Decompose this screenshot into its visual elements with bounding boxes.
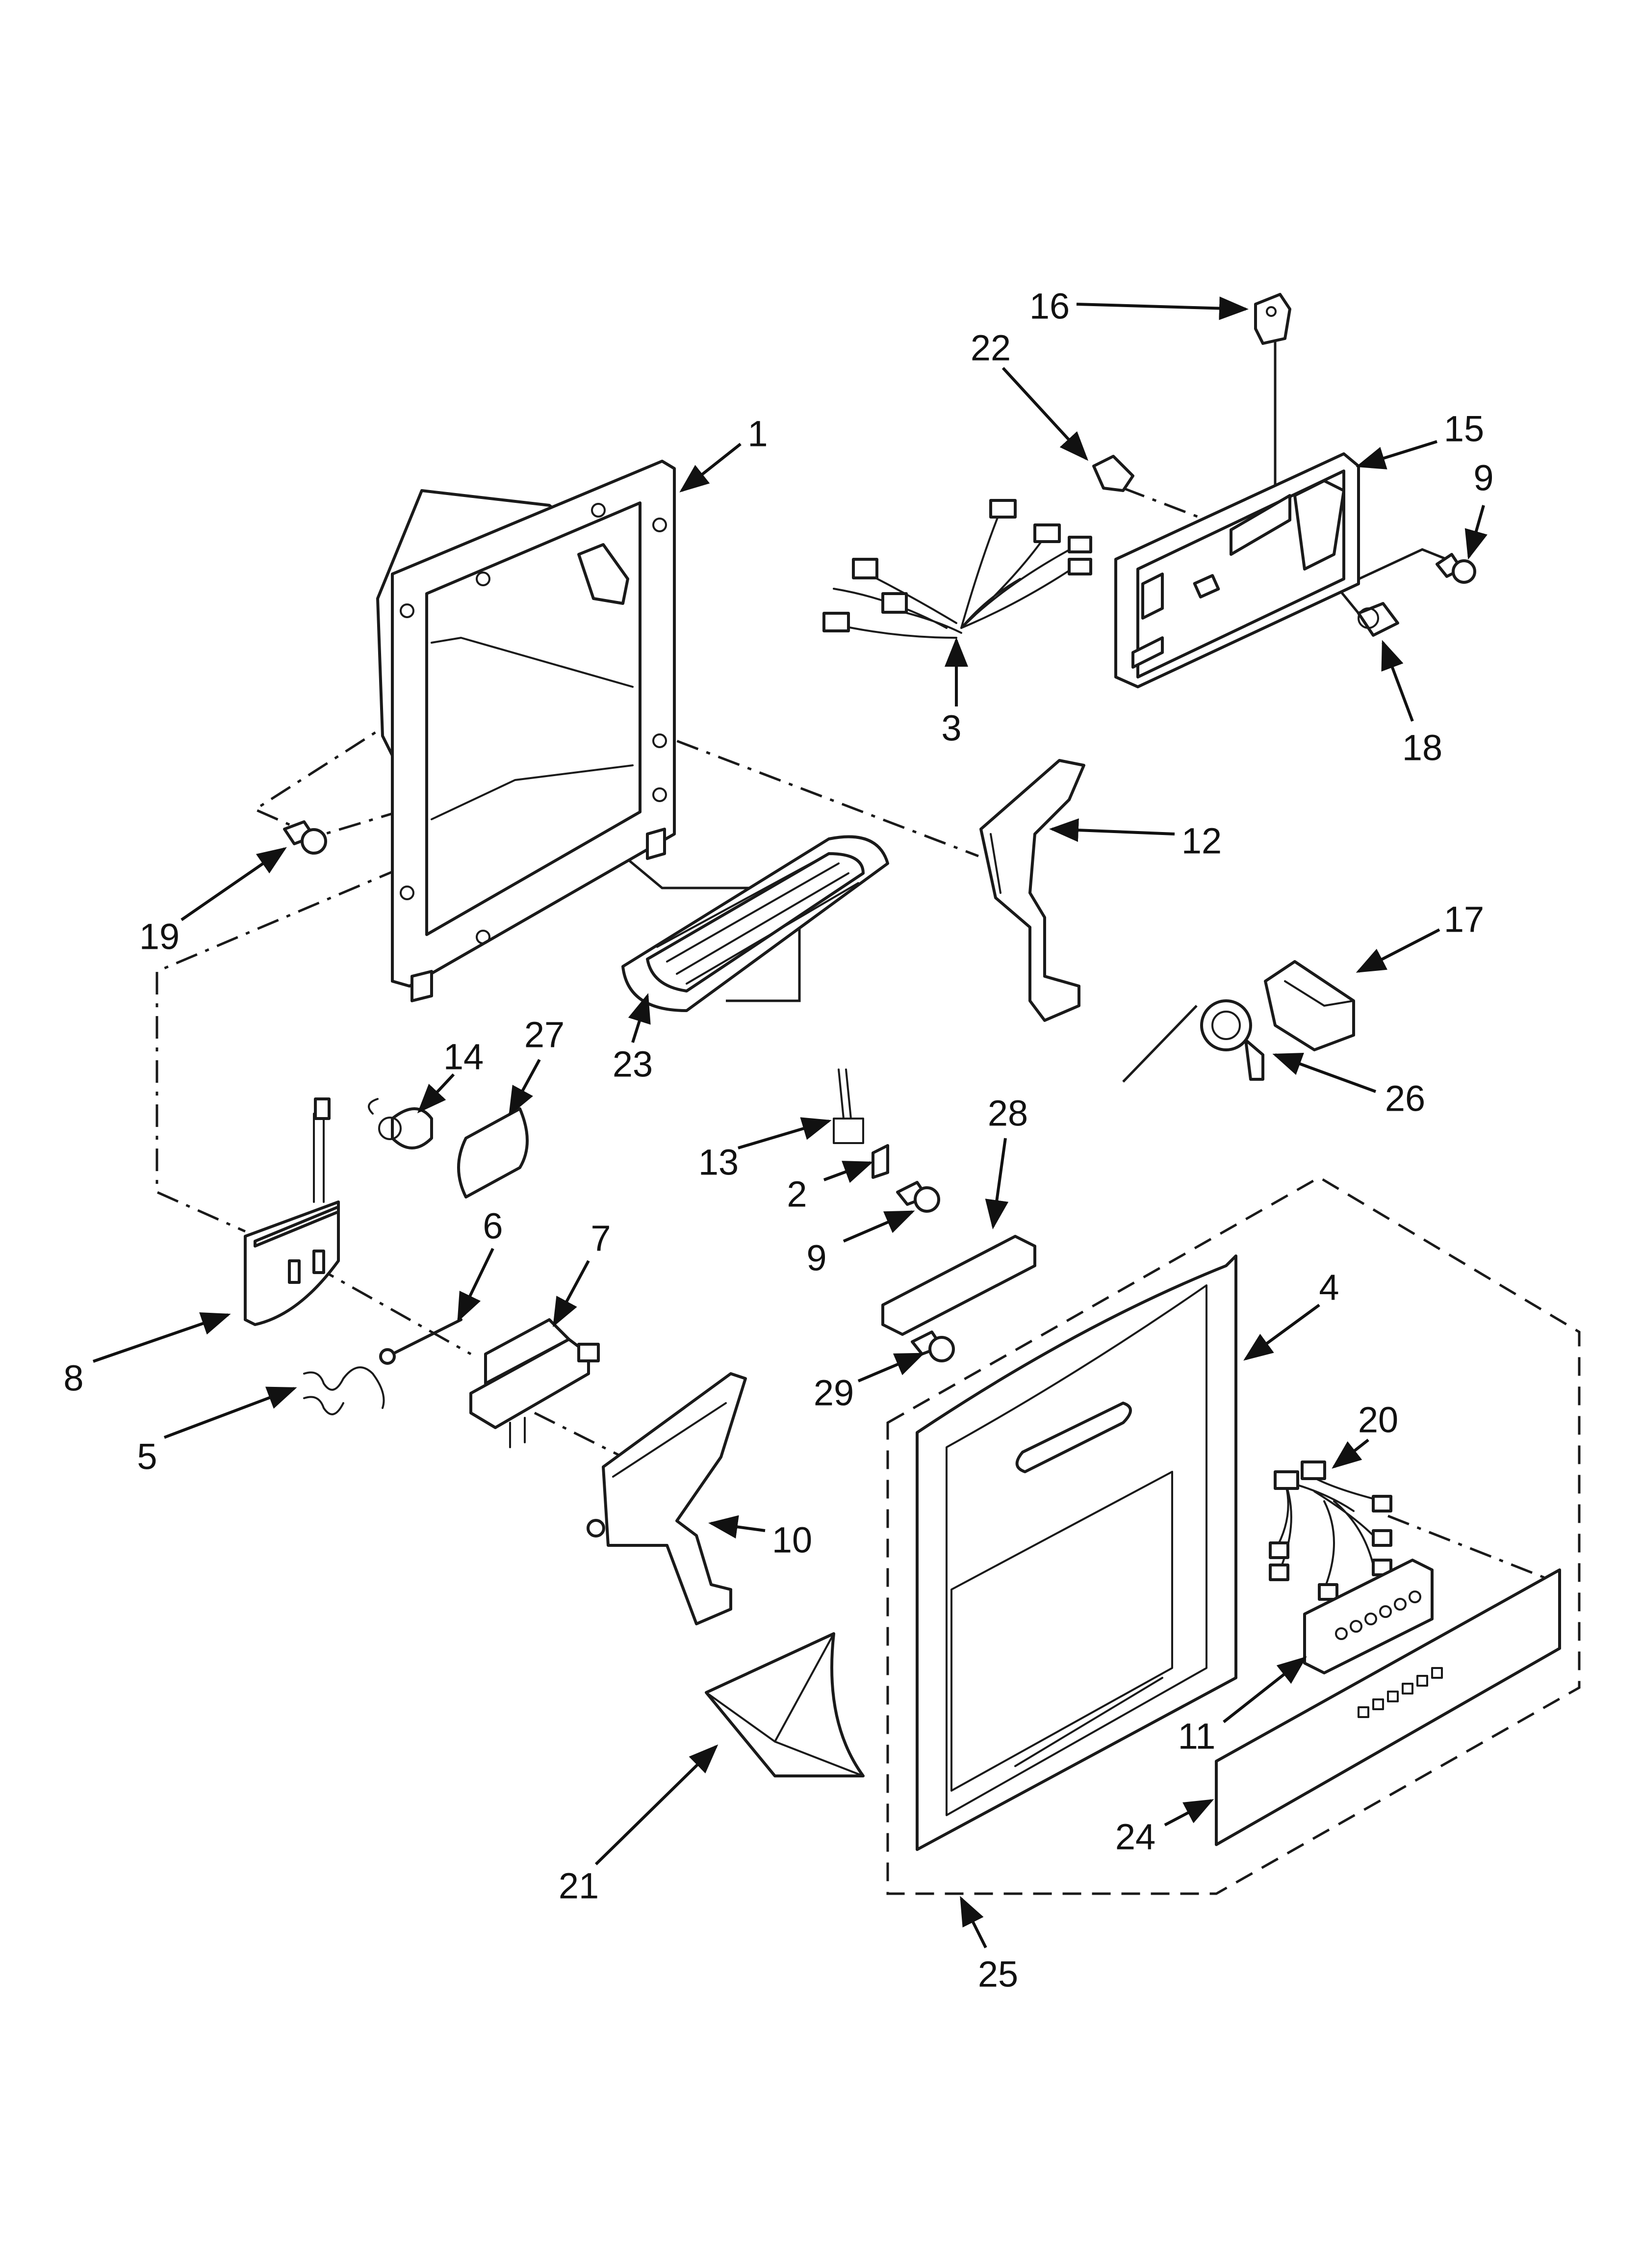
callout-label-27: 27 — [524, 1015, 564, 1055]
callout-label-22: 22 — [971, 328, 1011, 368]
leader-arrow-9a — [1464, 505, 1488, 560]
assembly-25-outline — [886, 1176, 1581, 1895]
ref-line-26 — [1122, 1005, 1198, 1083]
leader-arrow-8 — [93, 1312, 231, 1363]
leader-arrow-20 — [1332, 1438, 1369, 1469]
callout-label-6: 6 — [483, 1206, 503, 1247]
ref-line-22 — [1123, 487, 1207, 521]
leader-arrow-23 — [628, 993, 651, 1043]
part-24-overlay — [1215, 1568, 1561, 1846]
part-19-screw — [283, 820, 327, 855]
part-8-module — [244, 1097, 340, 1326]
leader-arrow-26 — [1272, 1053, 1377, 1093]
callout-label-12: 12 — [1181, 821, 1222, 861]
leader-arrow-9b — [843, 1210, 915, 1243]
leader-arrow-27 — [509, 1059, 541, 1117]
callout-label-9b: 9 — [806, 1238, 826, 1278]
part-17-bracket — [1264, 960, 1355, 1051]
callout-label-17: 17 — [1444, 899, 1484, 940]
callout-label-10: 10 — [772, 1520, 812, 1561]
part-18-plug — [1357, 602, 1399, 637]
leader-arrow-11 — [1223, 1656, 1307, 1723]
callout-label-13: 13 — [698, 1142, 739, 1183]
part-9-screw-top — [1436, 553, 1476, 584]
leader-arrow-28 — [985, 1138, 1009, 1229]
callout-label-24: 24 — [1115, 1817, 1155, 1857]
leader-arrow-14 — [417, 1073, 455, 1114]
part-23-drip-tray-grille — [621, 835, 889, 1012]
callout-label-4: 4 — [1319, 1267, 1339, 1308]
callout-label-28: 28 — [988, 1093, 1028, 1134]
part-13-spring-clip — [833, 1069, 864, 1144]
leader-arrow-1 — [679, 443, 742, 493]
part-29-screw — [911, 1330, 955, 1362]
callout-label-15: 15 — [1444, 409, 1484, 449]
part-12-lever — [979, 759, 1085, 1022]
callout-label-23: 23 — [613, 1044, 653, 1085]
callout-label-29: 29 — [814, 1373, 854, 1413]
callout-label-14: 14 — [443, 1037, 484, 1077]
part-28-bar — [881, 1235, 1036, 1336]
leader-arrow-19 — [180, 847, 287, 921]
part-26-motor-assembly — [1200, 999, 1264, 1081]
leader-arrow-7 — [553, 1260, 590, 1328]
ref-line-20 — [1387, 1514, 1550, 1581]
leader-arrow-5 — [163, 1386, 297, 1439]
leader-arrow-2 — [823, 1161, 873, 1183]
callout-label-7: 7 — [590, 1218, 611, 1259]
callout-label-25: 25 — [978, 1954, 1018, 1995]
ref-line-6 — [313, 1264, 472, 1356]
part-10-paddle — [587, 1372, 747, 1625]
callout-label-21: 21 — [559, 1866, 599, 1906]
callout-label-16: 16 — [1029, 286, 1070, 327]
part-27-cover — [457, 1107, 529, 1199]
ref-line-8 — [155, 815, 523, 1233]
leader-arrow-17 — [1356, 928, 1440, 973]
leader-arrow-10 — [708, 1515, 766, 1539]
part-2-clip — [872, 1144, 889, 1179]
part-21-ice-chute-cup — [705, 1632, 865, 1777]
leader-arrow-22 — [1001, 366, 1089, 461]
leader-arrow-24 — [1164, 1799, 1214, 1826]
callout-label-5: 5 — [137, 1436, 157, 1477]
part-7-actuator — [469, 1318, 600, 1448]
callout-label-20: 20 — [1358, 1400, 1398, 1440]
part-4-front-panel — [916, 1254, 1237, 1851]
part-5-spring — [303, 1366, 385, 1415]
part-14-motor — [368, 1098, 433, 1149]
part-1-dispenser-housing — [376, 460, 676, 1002]
leader-arrow-15 — [1356, 440, 1437, 469]
callout-label-9a: 9 — [1473, 458, 1493, 498]
leader-arrow-13 — [738, 1117, 832, 1149]
callout-label-11: 11 — [1178, 1716, 1216, 1757]
part-22-cap — [1092, 455, 1134, 492]
callout-label-26: 26 — [1385, 1078, 1425, 1119]
part-16-switch — [1254, 293, 1291, 345]
part-6-pin — [379, 1318, 462, 1365]
callout-label-1: 1 — [747, 414, 768, 454]
part-9-screw-middle — [896, 1181, 940, 1213]
leader-arrow-6 — [457, 1248, 494, 1323]
leader-arrow-29 — [857, 1353, 925, 1382]
callout-label-2: 2 — [787, 1174, 807, 1215]
leader-arrow-21 — [594, 1744, 718, 1866]
callout-label-8: 8 — [63, 1358, 83, 1399]
leader-arrow-25 — [960, 1896, 987, 1949]
leader-arrow-12 — [1049, 818, 1175, 842]
leader-lines — [93, 296, 1488, 1949]
part-15-housing — [1114, 452, 1360, 688]
leader-arrow-4 — [1243, 1303, 1320, 1361]
part-3-wire-harness — [822, 499, 1092, 639]
leader-arrow-16 — [1076, 296, 1249, 320]
ref-line-9-top — [1353, 548, 1447, 583]
callout-label-19: 19 — [139, 916, 180, 957]
reference-lines — [155, 319, 1581, 1895]
leader-arrow-18 — [1381, 640, 1414, 722]
callout-label-3: 3 — [941, 708, 961, 749]
callout-label-18: 18 — [1402, 728, 1442, 768]
